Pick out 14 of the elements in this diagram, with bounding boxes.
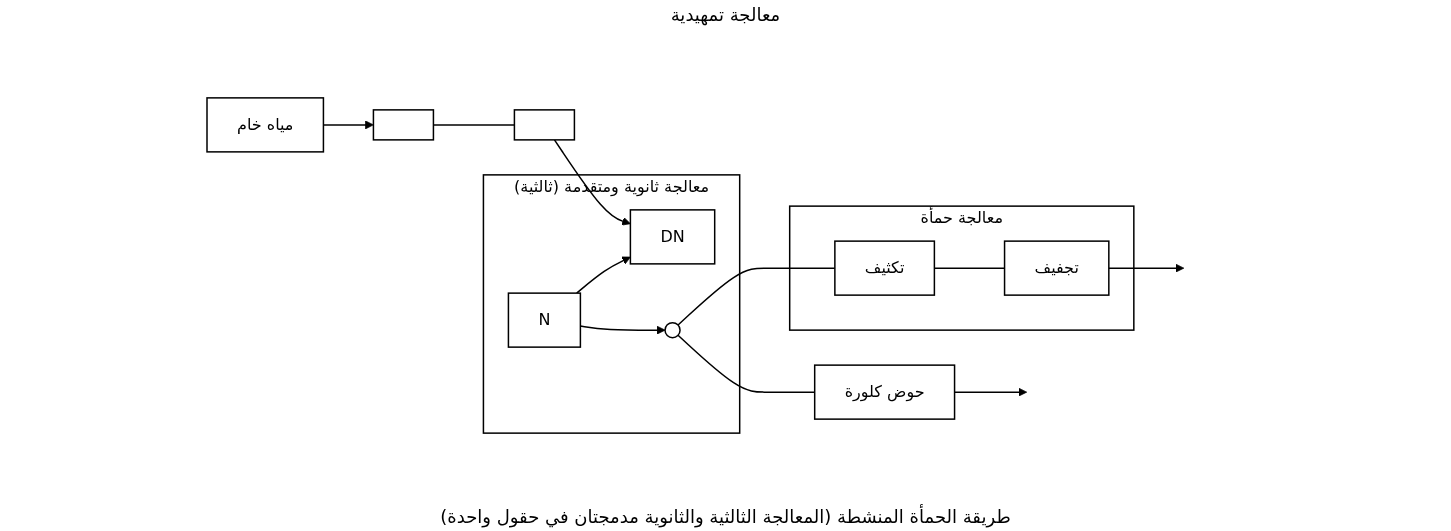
node-box: مياه خام bbox=[206, 97, 325, 153]
node-box: DN bbox=[629, 209, 716, 265]
stage-label: معالجة تمهيدية bbox=[670, 4, 781, 25]
node-circle bbox=[664, 321, 681, 339]
node-box bbox=[513, 109, 576, 141]
diagram-caption: طريقة الحمأة المنشطة (المعالجة الثالثية والثانوية مدمجتان في حقول واحدة) bbox=[440, 506, 1011, 527]
arrow bbox=[1108, 263, 1185, 273]
node-box: N bbox=[507, 292, 582, 348]
node-box: تجفيف bbox=[1003, 240, 1110, 296]
node-box: حوض كلورة bbox=[814, 364, 956, 420]
arrow bbox=[576, 256, 631, 294]
node-box: تكثيف bbox=[834, 240, 936, 296]
node-box bbox=[372, 109, 435, 141]
arrow bbox=[553, 139, 631, 226]
